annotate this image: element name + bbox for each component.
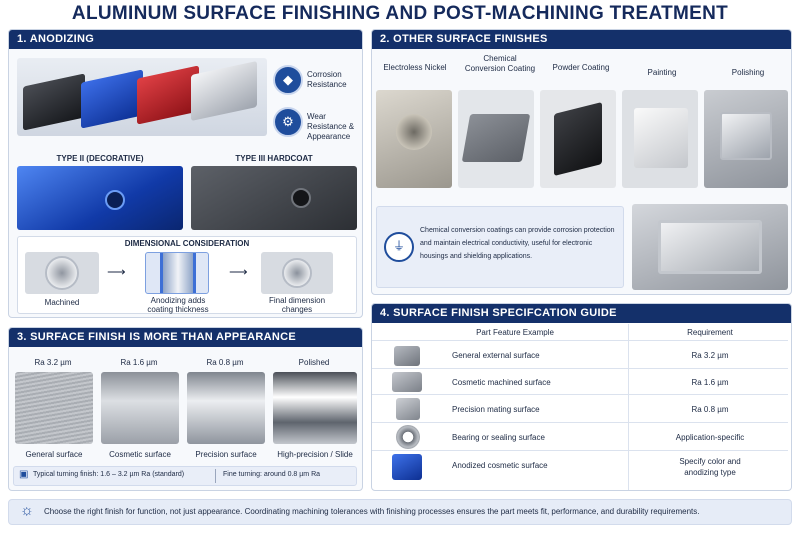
rod-ra32 — [15, 372, 93, 444]
row-feature: Bearing or sealing surface — [452, 433, 545, 442]
polished-pocket — [720, 112, 772, 160]
powder-bracket — [554, 102, 602, 176]
conversion-coating-image — [458, 90, 534, 188]
turning-tip-1: Typical turning finish: 1.6 – 3.2 µm Ra … — [33, 471, 185, 478]
col-header-requirement: Requirement — [687, 328, 733, 337]
type3-hole — [291, 188, 311, 208]
other-finishes-panel: 2. OTHER SURFACE FINISHES Electroless Ni… — [371, 29, 792, 295]
ground-icon: ⏚ — [384, 232, 414, 262]
housing-pocket — [658, 220, 762, 274]
part-icon-anodized — [392, 454, 422, 480]
spec-guide-panel: 4. SURFACE FINISH SPECIFCATION GUIDE Par… — [371, 303, 792, 491]
use-precision: Precision surface — [195, 450, 257, 459]
anodizing-header: 1. ANODIZING — [9, 30, 362, 49]
row-requirement: Specify color and anodizing type — [679, 457, 741, 477]
use-highprecision: High-precision / Slide — [277, 450, 353, 459]
nickel-bore — [396, 114, 432, 150]
finish-label-polishing: Polishing — [731, 68, 765, 77]
anodizing-panel: 1. ANODIZING ◆ Corrosion Resistance ⚙ We… — [8, 29, 363, 318]
row-feature: General external surface — [452, 351, 540, 360]
black-anodized-part — [23, 73, 85, 131]
clear-anodized-part — [191, 60, 257, 122]
grade-polished: Polished — [298, 358, 330, 367]
turning-tip-box — [13, 466, 357, 486]
painted-block — [634, 108, 688, 168]
type2-hole — [105, 190, 125, 210]
painting-image — [622, 90, 698, 188]
grade-ra08: Ra 0.8 µm — [206, 358, 244, 367]
lathe-icon: ▣ — [19, 469, 29, 480]
coating-bore — [160, 253, 196, 293]
rod-polished — [273, 372, 357, 444]
row-feature: Anodized cosmetic surface — [452, 461, 548, 470]
turning-tip-2: Fine turning: around 0.8 µm Ra — [223, 471, 321, 478]
tip-divider — [215, 469, 216, 483]
grade-ra16: Ra 1.6 µm — [120, 358, 158, 367]
table-row — [372, 340, 788, 366]
step-coating: Anodizing adds coating thickness — [147, 296, 209, 314]
finish-label-conversion: Chemical Conversion Coating — [464, 54, 536, 73]
final-ring-hole — [282, 258, 312, 288]
use-cosmetic: Cosmetic surface — [109, 450, 171, 459]
other-finishes-header: 2. OTHER SURFACE FINISHES — [372, 30, 791, 49]
appearance-header: 3. SURFACE FINISH IS MORE THAN APPEARANC… — [9, 328, 362, 347]
conversion-note-box — [376, 206, 624, 288]
finish-label-electroless: Electroless Nickel — [383, 63, 447, 72]
table-row — [372, 394, 788, 420]
gear-icon: ⚙ — [273, 107, 303, 137]
anodized-parts-image — [17, 58, 267, 136]
electroless-nickel-image — [376, 90, 452, 188]
type2-label: TYPE II (DECORATIVE) — [56, 154, 144, 163]
conversion-note: Chemical conversion coatings can provide… — [420, 227, 615, 260]
row-requirement: Ra 0.8 µm — [691, 405, 729, 414]
use-general: General surface — [25, 450, 83, 459]
blue-anodized-part — [81, 69, 143, 129]
benefit-corrosion: Corrosion Resistance — [307, 70, 347, 89]
dimensional-label: DIMENSIONAL CONSIDERATION — [124, 239, 250, 248]
row-requirement: Ra 3.2 µm — [691, 351, 729, 360]
final-ring — [261, 252, 333, 294]
row-requirement: Application-specific — [675, 433, 745, 442]
table-row — [372, 368, 788, 394]
arrow-icon: ⟶ — [107, 264, 126, 279]
polishing-image — [704, 90, 788, 188]
part-icon-general — [394, 346, 420, 366]
type3-image — [191, 166, 357, 230]
grade-ra32: Ra 3.2 µm — [34, 358, 72, 367]
part-icon-precision — [396, 398, 420, 420]
step-final: Final dimension changes — [268, 296, 326, 314]
footer-text: Choose the right finish for function, no… — [44, 507, 700, 516]
spec-guide-header: 4. SURFACE FINISH SPECIFCATION GUIDE — [372, 304, 791, 323]
table-row — [372, 422, 788, 448]
type2-image — [17, 166, 183, 230]
bearing-icon — [396, 425, 420, 449]
footer-bar — [8, 499, 792, 525]
page-title: ALUMINUM SURFACE FINISHING AND POST-MACH… — [71, 3, 729, 24]
shield-icon: ◆ — [273, 65, 303, 95]
part-icon-cosmetic — [392, 372, 422, 392]
red-anodized-part — [137, 65, 199, 125]
finish-label-painting: Painting — [647, 68, 677, 77]
conversion-plate — [461, 114, 531, 162]
coating-ring — [145, 252, 209, 294]
rod-ra08 — [187, 372, 265, 444]
electronic-housing-image — [632, 204, 788, 290]
table-row — [372, 450, 788, 476]
row-feature: Cosmetic machined surface — [452, 378, 551, 387]
row-requirement: Ra 1.6 µm — [691, 378, 729, 387]
col-divider — [628, 324, 629, 490]
arrow-icon: ⟶ — [229, 264, 248, 279]
type3-label: TYPE III HARDCOAT — [235, 154, 313, 163]
rod-ra16 — [101, 372, 179, 444]
appearance-panel: 3. SURFACE FINISH IS MORE THAN APPEARANC… — [8, 327, 363, 491]
finish-label-powder: Powder Coating — [552, 63, 610, 72]
machined-ring-hole — [45, 256, 79, 290]
step-machined: Machined — [44, 298, 80, 307]
powder-coating-image — [540, 90, 616, 188]
lightbulb-icon: ☼ — [20, 502, 34, 519]
benefit-wear: Wear Resistance & Appearance — [307, 112, 355, 141]
col-header-feature: Part Feature Example — [476, 328, 554, 337]
machined-ring — [25, 252, 99, 294]
row-feature: Precision mating surface — [452, 405, 540, 414]
